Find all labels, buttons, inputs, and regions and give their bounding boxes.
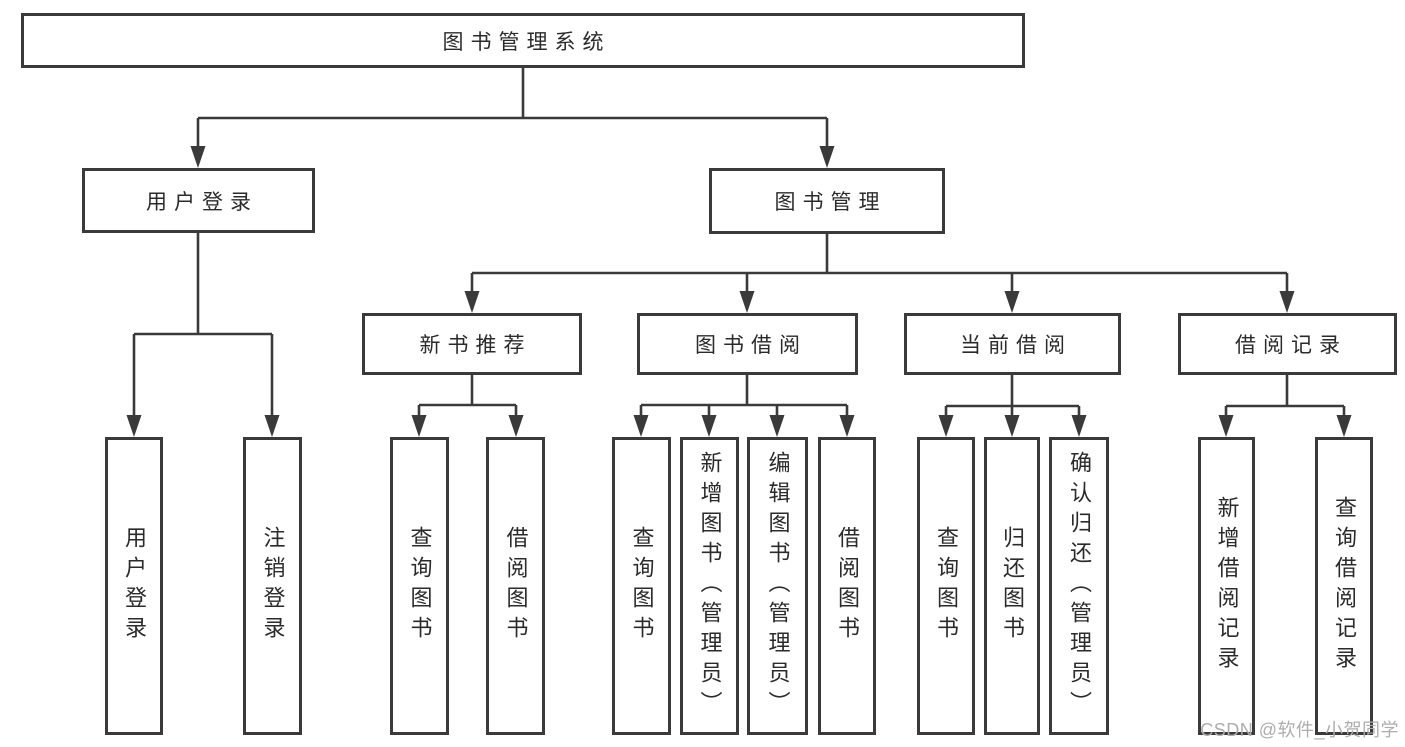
leaf-borrow-books: 借阅图书 (818, 437, 876, 735)
connector-path (132, 68, 1346, 433)
arrowhead-icon (1279, 291, 1295, 313)
arrowhead-icon (1071, 415, 1087, 437)
leaf-query-borrow-record: 查询借阅记录 (1315, 437, 1373, 735)
arrowhead-icon (1336, 415, 1352, 437)
leaf-add-book-admin: 新增图书（管理员） (680, 437, 739, 735)
leaf-borrow-books-recommend: 借阅图书 (486, 437, 545, 735)
leaf-edit-book-admin: 编辑图书（管理员） (747, 437, 808, 735)
leaf-query-books-recommend: 查询图书 (390, 437, 449, 735)
csdn-watermark: CSDN @软件_小贺同学 (1200, 720, 1399, 740)
leaf-return-book: 归还图书 (984, 437, 1040, 735)
arrowhead-icon (508, 415, 524, 437)
arrowhead-icon (190, 146, 206, 168)
leaf-logout: 注销登录 (243, 437, 302, 735)
leaf-query-books-borrow: 查询图书 (612, 437, 671, 735)
arrowhead-icon (819, 146, 835, 168)
node-borrow-records: 借阅记录 (1178, 313, 1397, 375)
leaf-add-borrow-record: 新增借阅记录 (1198, 437, 1255, 735)
arrowhead-icon (1004, 415, 1020, 437)
node-book-management: 图书管理 (709, 168, 945, 234)
arrowhead-icon (411, 415, 427, 437)
arrowhead-icon (938, 415, 954, 437)
arrowhead-icon (1218, 415, 1234, 437)
node-root: 图书管理系统 (21, 13, 1025, 68)
arrowhead-icon (839, 415, 855, 437)
arrowhead-icon (464, 291, 480, 313)
arrowhead-icon (126, 415, 142, 437)
arrowhead-icon (633, 415, 649, 437)
arrowhead-icon (701, 415, 717, 437)
node-user-login: 用户登录 (82, 168, 315, 233)
leaf-query-books-current: 查询图书 (917, 437, 975, 735)
arrowhead-icon (769, 415, 785, 437)
leaf-confirm-return-admin: 确认归还（管理员） (1049, 437, 1109, 735)
arrowhead-icon (739, 291, 755, 313)
arrowhead-icon (1004, 291, 1020, 313)
arrowhead-icon (264, 415, 280, 437)
node-book-borrowing: 图书借阅 (637, 313, 858, 375)
node-new-book-recommend: 新书推荐 (362, 313, 582, 375)
leaf-user-login: 用户登录 (105, 437, 163, 735)
node-current-borrowing: 当前借阅 (904, 313, 1121, 375)
